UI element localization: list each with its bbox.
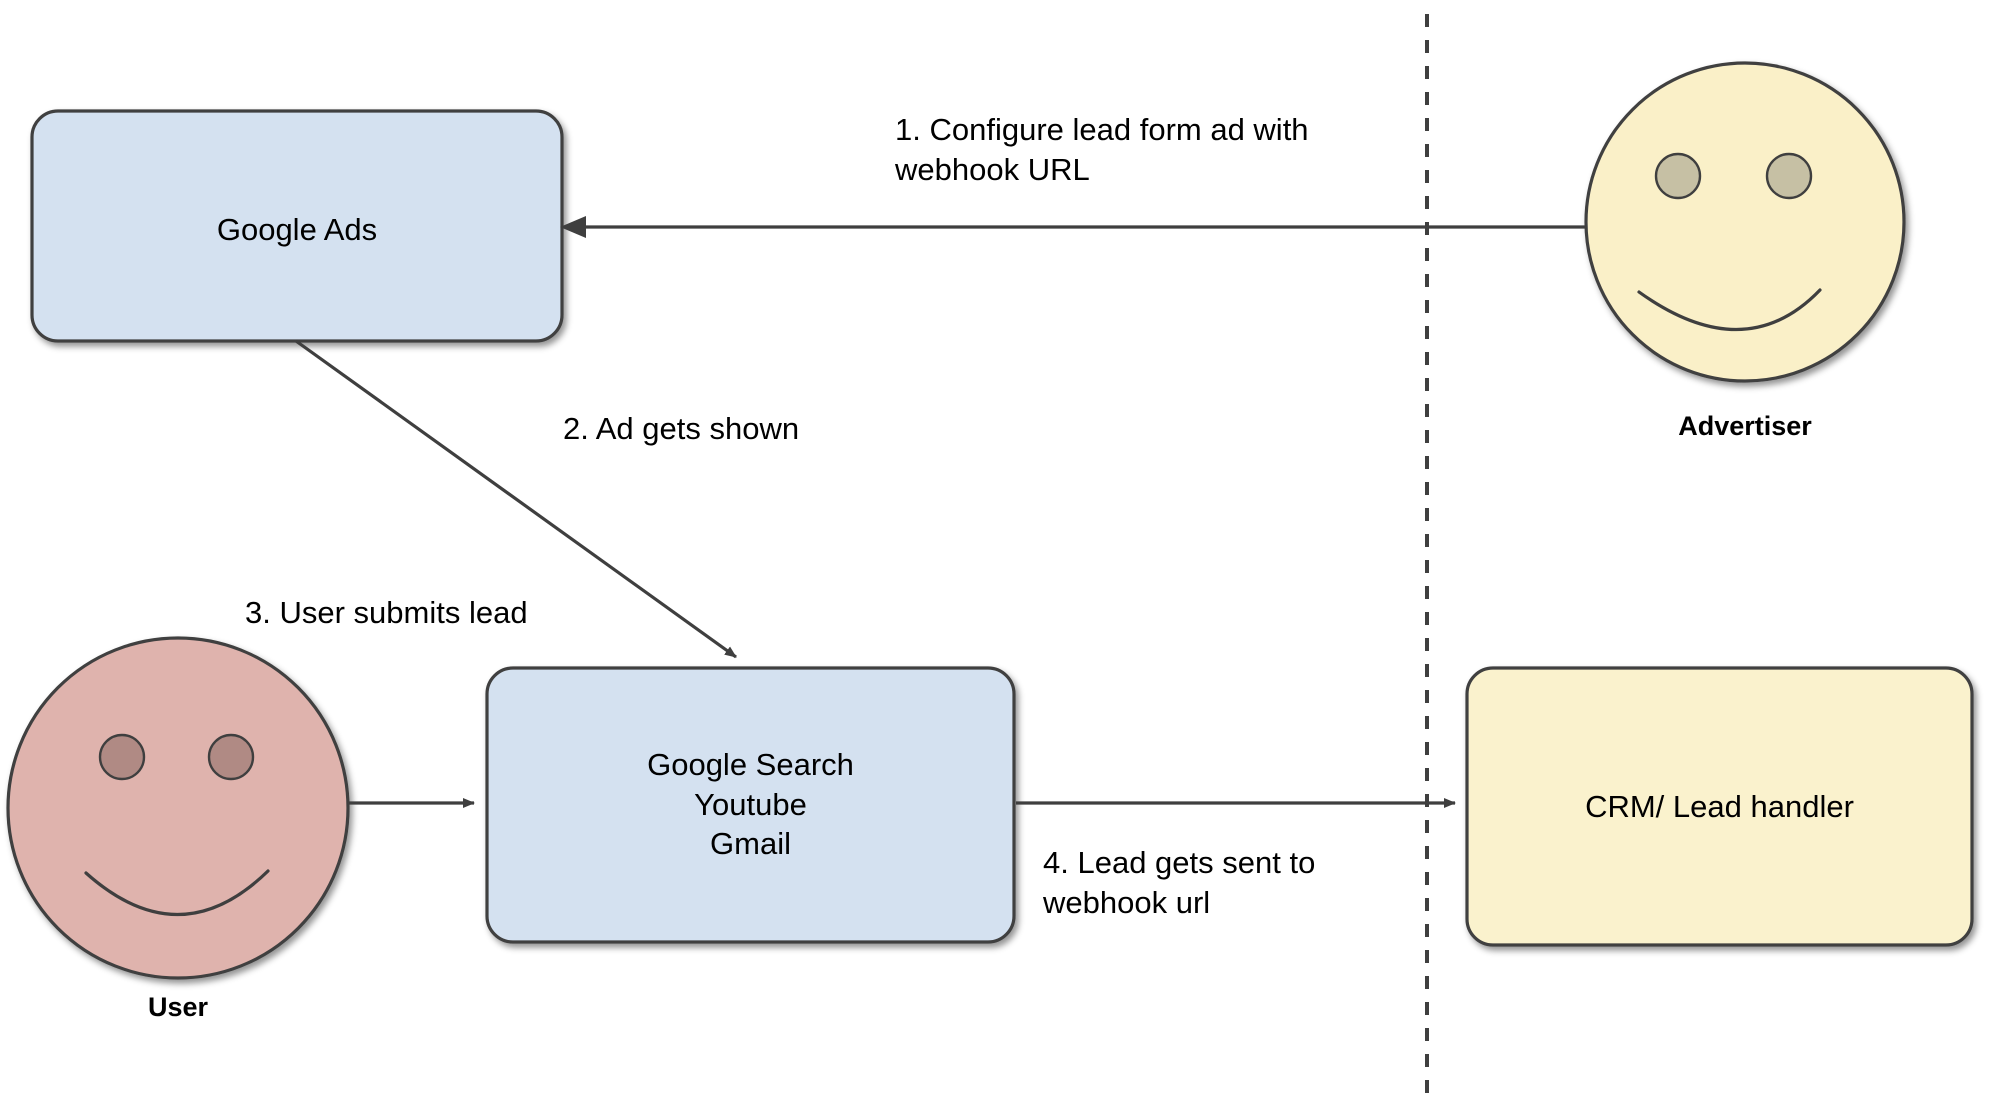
advertiser-face-circle [1584,61,1906,383]
user-smile-icon [84,869,270,917]
node-user-caption: User [147,992,209,1022]
edge-step-1-label: 1. Configure lead form ad with webhook U… [895,112,1309,187]
edge-step-2[interactable] [295,339,737,659]
node-google-ads-shape[interactable] [30,109,564,343]
edge-step-4-label: 4. Lead gets sent to webhook url [1043,845,1316,920]
user-face-circle [6,636,350,980]
node-crm-shape[interactable] [1465,666,1974,947]
edge-step-2-label: 2. Ad gets shown [563,411,800,446]
advertiser-left-eye-icon [1654,152,1702,200]
node-advertiser-shape[interactable] [1584,61,1906,383]
edge-step-1[interactable] [560,216,1586,238]
node-advertiser-caption: Advertiser [1678,411,1812,441]
advertiser-smile-icon [1637,288,1822,331]
node-google-surfaces-shape[interactable] [485,666,1016,944]
edge-step-3-label: 3. User submits lead [245,595,528,630]
advertiser-right-eye-icon [1765,152,1813,200]
user-left-eye-icon [98,733,146,781]
node-user-shape[interactable] [6,636,350,980]
user-right-eye-icon [207,733,255,781]
